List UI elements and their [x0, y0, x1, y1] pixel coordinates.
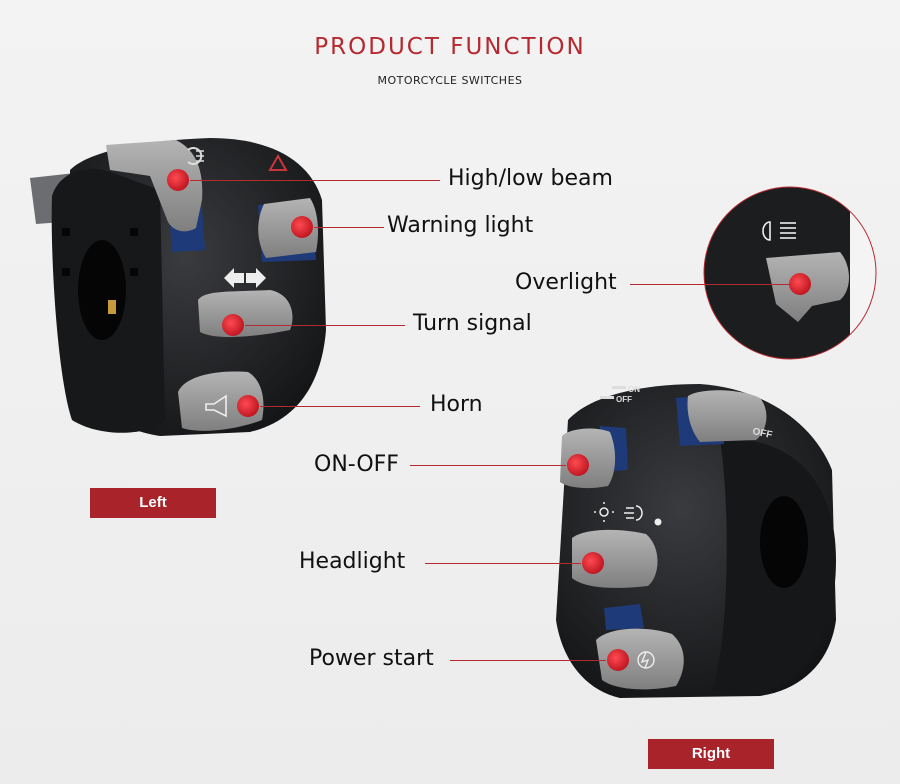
- horn-icon: [205, 394, 227, 418]
- page-title: PRODUCT FUNCTION: [314, 34, 586, 60]
- left-switch: [30, 138, 326, 436]
- high-beam-icon: [187, 147, 204, 165]
- marker-warning-light: [291, 216, 313, 238]
- leader-overlight: [630, 284, 790, 285]
- leader-warning-light: [314, 227, 384, 228]
- overlight-inset: [703, 186, 877, 360]
- label-headlight: Headlight: [299, 549, 406, 574]
- turn-arrows-icon: [224, 268, 266, 288]
- off-side-text: OFF: [751, 426, 773, 441]
- marker-power-start: [607, 649, 629, 671]
- label-warning-light: Warning light: [387, 213, 534, 238]
- on-text: ON: [628, 385, 640, 394]
- leader-high-low-beam: [190, 180, 440, 181]
- marker-horn: [237, 395, 259, 417]
- label-horn: Horn: [430, 392, 483, 417]
- label-power-start: Power start: [309, 646, 434, 671]
- overlight-beam-icon: [762, 221, 796, 241]
- tag-left: Left: [90, 488, 216, 518]
- tag-right: Right: [648, 739, 774, 769]
- right-switch: [556, 384, 836, 698]
- marker-headlight: [582, 552, 604, 574]
- light-sun-icon: [594, 502, 614, 522]
- off-text: OFF: [616, 395, 632, 404]
- leader-horn: [260, 406, 420, 407]
- leader-power-start: [450, 660, 606, 661]
- label-turn-signal: Turn signal: [413, 311, 532, 336]
- low-beam-icon: [624, 505, 643, 521]
- label-overlight: Overlight: [515, 270, 617, 295]
- marker-on-off: [567, 454, 589, 476]
- hazard-triangle-icon: [268, 153, 288, 171]
- starter-icon: [637, 651, 655, 669]
- marker-overlight: [789, 273, 811, 295]
- label-on-off: ON-OFF: [314, 452, 399, 477]
- on-off-marking: ON OFF: [600, 385, 640, 404]
- label-high-low-beam: High/low beam: [448, 166, 613, 191]
- leader-turn-signal: [245, 325, 405, 326]
- page-subtitle: MOTORCYCLE SWITCHES: [377, 74, 523, 87]
- marker-turn-signal: [222, 314, 244, 336]
- marker-high-low-beam: [167, 169, 189, 191]
- position-dot-icon: [654, 518, 662, 526]
- leader-on-off: [410, 465, 566, 466]
- leader-headlight: [425, 563, 581, 564]
